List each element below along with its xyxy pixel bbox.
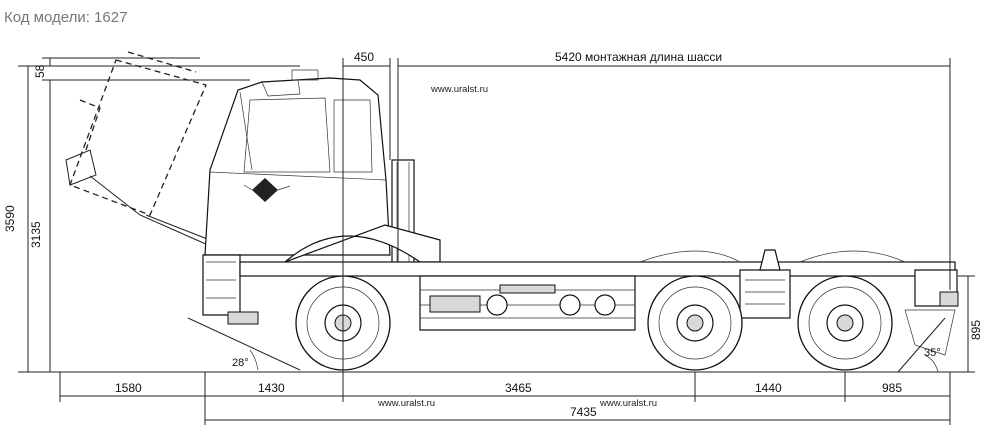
height-top-label: 58 (33, 64, 47, 78)
rear-wheel-2 (797, 275, 893, 371)
bottom-dimensions: 1580 1430 3465 1440 985 www.uralst.ru ww… (59, 372, 951, 425)
overhang-front-label: 1580 (115, 381, 142, 395)
height-dimensions: 3590 3135 58 895 (3, 57, 983, 373)
truck-cab (204, 69, 391, 256)
wheelbase-front-label: 3465 (505, 381, 532, 395)
height-total-label: 3590 (3, 205, 17, 232)
watermark-bottom-left: www.uralst.ru (377, 398, 435, 409)
frame-height-label: 895 (969, 320, 983, 340)
rear-wheel-1 (647, 275, 743, 371)
watermark-top: www.uralst.ru (430, 84, 488, 95)
mounting-length-label: 5420 монтажная длина шасси (555, 50, 722, 64)
overhang-rear-label: 985 (882, 381, 902, 395)
front-axle-to-cab-label: 1430 (258, 381, 285, 395)
overall-length-label: 7435 (570, 405, 597, 419)
cab-gap-label: 450 (354, 50, 374, 64)
wheelbase-rear-label: 1440 (755, 381, 782, 395)
chassis-frame (239, 249, 959, 356)
model-code: Код модели: 1627 (4, 9, 127, 26)
watermark-bottom-right: www.uralst.ru (599, 398, 657, 409)
tilted-cab-outline (65, 51, 216, 246)
departure-angle: 35° (897, 317, 946, 373)
approach-angle: 28° (187, 317, 301, 371)
svg-text:35°: 35° (924, 347, 941, 359)
top-dimensions: 450 5420 монтажная длина шасси www.urals… (342, 50, 951, 372)
logo-icon (252, 178, 278, 202)
svg-text:28°: 28° (232, 357, 249, 369)
height-cab-label: 3135 (29, 221, 43, 248)
front-bumper (202, 254, 259, 325)
